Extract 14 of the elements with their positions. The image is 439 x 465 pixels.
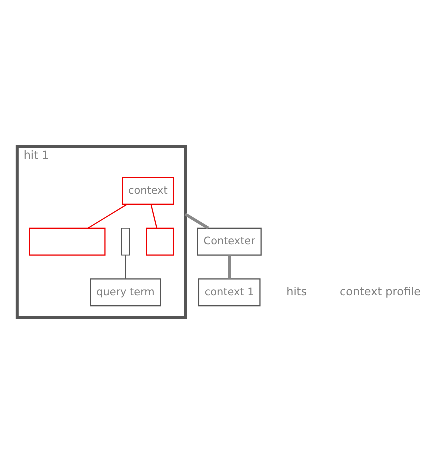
node-box: context (122, 177, 174, 206)
node-box (146, 228, 174, 256)
node-box: Contexter (197, 228, 262, 256)
connector (88, 204, 128, 229)
node-box (29, 228, 106, 256)
node-box: query term (90, 278, 162, 307)
connector (125, 256, 126, 279)
node-box: context 1 (198, 278, 261, 307)
connector (184, 213, 210, 230)
node-box (121, 228, 130, 256)
connector (150, 204, 158, 228)
label: context profile (340, 285, 422, 298)
connector (228, 256, 232, 279)
label: hits (286, 285, 308, 298)
